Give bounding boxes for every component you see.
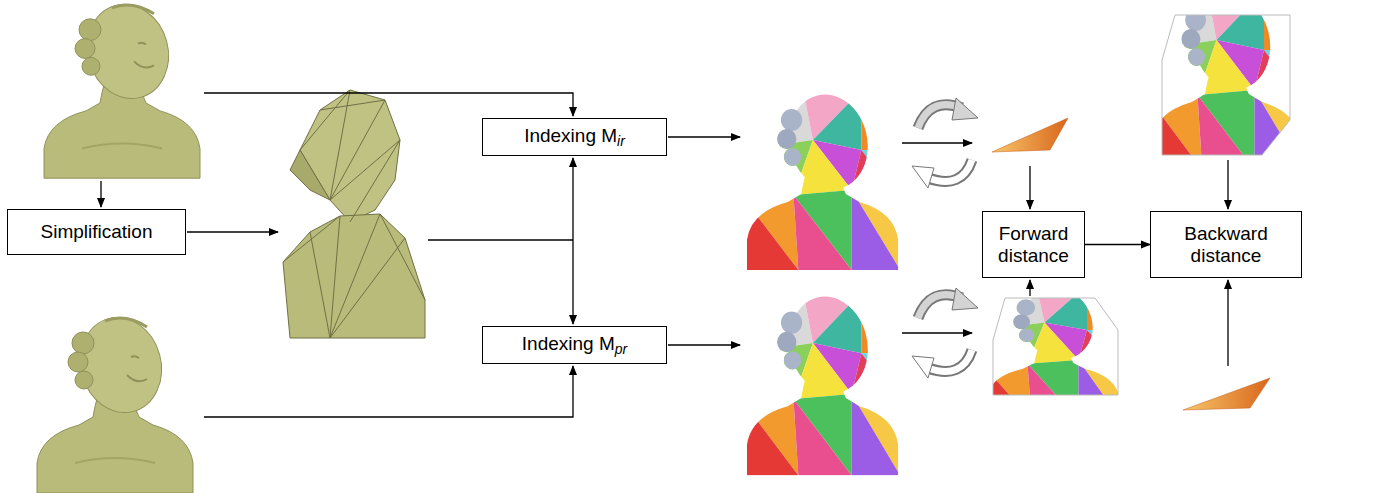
- connector-arrow: [1085, 244, 1150, 245]
- simplified-mesh: [290, 150, 330, 200]
- flow-line: [101, 93, 1228, 417]
- loop-arrows: [952, 98, 978, 120]
- flow-line: [668, 344, 740, 345]
- loop-arrows: [952, 288, 978, 310]
- triangle-patch: [1183, 378, 1270, 410]
- box-label: Simplification: [41, 221, 153, 242]
- loop-arrows: [928, 350, 972, 371]
- flow-line: [572, 158, 573, 240]
- region-patch: [985, 285, 1121, 420]
- region-patch: [1150, 0, 1302, 170]
- indexed-mesh: [745, 292, 900, 476]
- process-box: Backward distance: [1150, 211, 1302, 278]
- loop-arrows: [928, 160, 972, 181]
- box-label: Indexing M: [524, 125, 617, 146]
- process-box: Indexing Mpr: [482, 326, 667, 364]
- flow-line: [1227, 280, 1228, 366]
- subscript-label: pr: [615, 341, 627, 357]
- flow-line: [1029, 166, 1030, 209]
- flow-line: [572, 240, 573, 324]
- subscript-label: ir: [617, 133, 625, 149]
- original-mesh: [44, 0, 200, 178]
- loop-arrows: [928, 350, 972, 371]
- simplified-mesh: [283, 214, 425, 338]
- flow-line: [187, 231, 278, 232]
- loop-arrows: [928, 160, 972, 181]
- flow-line: [100, 181, 101, 207]
- simplified-mesh: [283, 90, 425, 338]
- process-box: Indexing Mir: [482, 118, 667, 156]
- process-box: Simplification: [7, 209, 186, 255]
- region-outline: [993, 298, 1118, 395]
- processed-mesh: [37, 308, 193, 493]
- box-label: Backward distance: [1184, 223, 1267, 266]
- text-wrap: Forward distance: [983, 223, 1084, 267]
- simplified-mesh: [310, 232, 405, 338]
- region-patch: [985, 285, 1121, 420]
- simplified-mesh: [300, 90, 400, 222]
- text-wrap: Simplification: [41, 221, 153, 243]
- region-outline: [1162, 15, 1290, 155]
- flow-line: [428, 239, 573, 240]
- flow-line: [1029, 280, 1030, 296]
- process-box: Forward distance: [982, 211, 1085, 278]
- simplified-mesh: [300, 90, 400, 222]
- text-wrap: Indexing Mir: [524, 125, 625, 149]
- flow-line: [204, 366, 573, 417]
- box-label: Forward distance: [998, 223, 1069, 266]
- text-wrap: Backward distance: [1151, 223, 1301, 267]
- region-patch: [1150, 0, 1302, 170]
- loop-arrows: [912, 166, 934, 188]
- triangle-patch: [992, 118, 1068, 152]
- simplified-mesh: [283, 214, 425, 338]
- indexed-mesh: [745, 90, 900, 270]
- flow-line: [1227, 160, 1228, 209]
- simplified-mesh: [320, 100, 385, 200]
- loop-arrows: [912, 356, 934, 378]
- flow-line: [204, 93, 573, 116]
- flow-line: [902, 332, 972, 333]
- flow-line: [668, 136, 740, 137]
- text-wrap: Indexing Mpr: [522, 333, 627, 357]
- flow-line: [902, 142, 972, 143]
- box-label: Indexing M: [522, 333, 615, 354]
